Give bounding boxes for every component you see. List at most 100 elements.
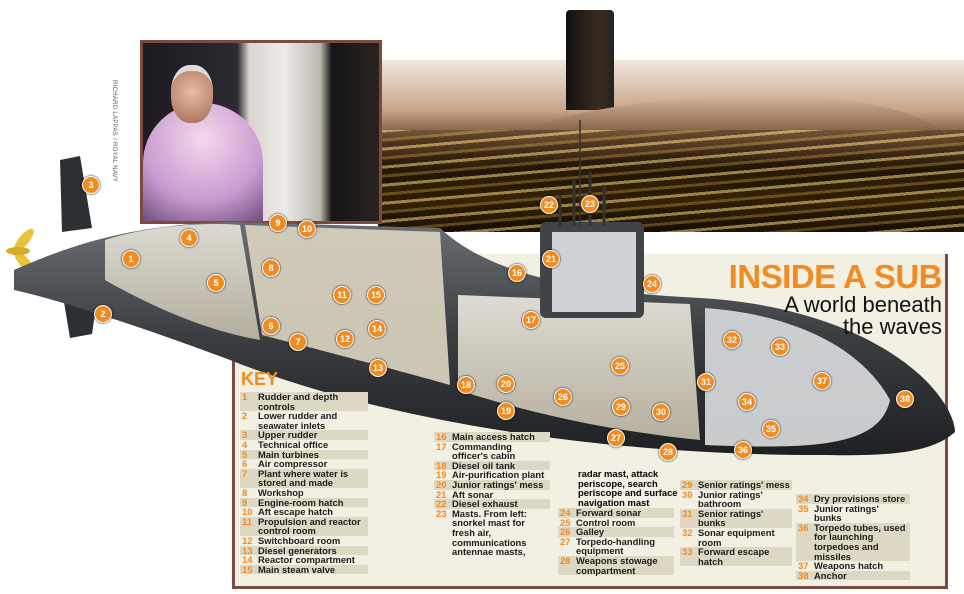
callout-marker-3: 3 bbox=[82, 176, 100, 194]
key-item-label: Lower rudder and seawater inlets bbox=[258, 410, 338, 431]
person-body bbox=[143, 103, 263, 221]
key-item-label: Senior ratings' bunks bbox=[698, 507, 764, 529]
key-item-number: 36 bbox=[798, 521, 809, 533]
callout-marker-13: 13 bbox=[369, 359, 387, 377]
callout-marker-9: 9 bbox=[269, 214, 287, 232]
callout-marker-16: 16 bbox=[508, 264, 526, 282]
key-item: 15 Main steam valve bbox=[240, 565, 368, 575]
callout-marker-17: 17 bbox=[522, 311, 540, 329]
key-item-number: 21 bbox=[436, 488, 447, 500]
crew-member-photo bbox=[140, 40, 382, 224]
key-item-number: 13 bbox=[242, 544, 253, 556]
callout-marker-37: 37 bbox=[813, 372, 831, 390]
key-item-number: 2 bbox=[242, 410, 248, 422]
key-item-label: Air-purification plant bbox=[452, 469, 545, 481]
key-item-label: Forward escape hatch bbox=[698, 546, 770, 567]
water bbox=[378, 130, 964, 232]
key-item-label: Commanding officer's cabin bbox=[452, 440, 516, 462]
key-item: 6 Air compressor bbox=[240, 459, 368, 469]
callout-marker-30: 30 bbox=[652, 403, 670, 421]
key-item-number: 18 bbox=[436, 459, 447, 471]
key-item-number: 1 bbox=[242, 391, 248, 402]
key-item-number: 16 bbox=[436, 431, 447, 442]
headline: INSIDE A SUB A world beneath the waves bbox=[729, 260, 943, 338]
callout-marker-6: 6 bbox=[262, 317, 280, 335]
stern-section-cutaway bbox=[105, 223, 260, 340]
key-item-number: 23 bbox=[436, 507, 447, 519]
callout-marker-21: 21 bbox=[542, 250, 560, 268]
callout-marker-22: 22 bbox=[540, 196, 558, 214]
sail-fin bbox=[566, 10, 614, 110]
key-item-label: Senior ratings' mess bbox=[698, 479, 790, 490]
key-item-label: Propulsion and reactor control room bbox=[258, 515, 361, 537]
key-item-number: 14 bbox=[242, 554, 253, 566]
callout-marker-32: 32 bbox=[723, 331, 741, 349]
callout-marker-15: 15 bbox=[367, 286, 385, 304]
key-item-number: 20 bbox=[436, 478, 447, 490]
key-item-label: Switchboard room bbox=[258, 534, 341, 546]
key-item-number: 15 bbox=[242, 563, 253, 575]
key-item: 2 Lower rudder and seawater inlets bbox=[240, 411, 368, 430]
key-item-label: Forward sonar bbox=[576, 507, 642, 518]
masts bbox=[558, 120, 606, 226]
sail-cutaway bbox=[552, 232, 636, 312]
key-item-number: 27 bbox=[560, 535, 571, 547]
engine-section-cutaway bbox=[245, 225, 450, 385]
key-item-number: 9 bbox=[242, 496, 248, 508]
callout-marker-38: 38 bbox=[896, 390, 914, 408]
key-item-number: 7 bbox=[242, 467, 248, 479]
key-item-number: 26 bbox=[560, 526, 571, 538]
callout-marker-11: 11 bbox=[333, 286, 351, 304]
key-item-label: Diesel exhaust bbox=[452, 498, 518, 510]
key-item-number: 5 bbox=[242, 448, 248, 460]
callout-marker-28: 28 bbox=[659, 443, 677, 461]
key-item-label: Reactor compartment bbox=[258, 554, 355, 566]
callout-marker-10: 10 bbox=[298, 220, 316, 238]
callout-marker-19: 19 bbox=[497, 402, 515, 420]
key-item-number: 8 bbox=[242, 486, 248, 498]
key-item-label: Junior ratings' bathroom bbox=[698, 488, 763, 510]
key-item: 23 Masts. From left: snorkel mast for fre… bbox=[434, 507, 550, 558]
key-item-label: Anchor bbox=[814, 569, 847, 581]
callout-marker-23: 23 bbox=[581, 195, 599, 213]
key-title: KEY bbox=[241, 369, 279, 389]
key-item: 29 Senior ratings' mess bbox=[680, 480, 792, 490]
key-item-number: 19 bbox=[436, 469, 447, 481]
key-item-label: Torpedo tubes, used for launching torped… bbox=[814, 521, 906, 562]
callout-marker-12: 12 bbox=[336, 330, 354, 348]
key-item-number: 29 bbox=[682, 479, 693, 490]
key-item-number: 6 bbox=[242, 458, 248, 470]
key-item-label: Technical office bbox=[258, 438, 329, 450]
callout-marker-29: 29 bbox=[612, 398, 630, 416]
key-item-label: Air compressor bbox=[258, 458, 328, 470]
callout-marker-36: 36 bbox=[734, 441, 752, 459]
key-item-label: Main steam valve bbox=[258, 563, 336, 575]
key-item-number: 28 bbox=[560, 554, 571, 566]
key-item-label: Torpedo-handling equipment bbox=[576, 535, 655, 557]
key-item-label: Masts. From left: snorkel mast for fresh… bbox=[452, 507, 528, 558]
key-item-number: 3 bbox=[242, 429, 248, 441]
